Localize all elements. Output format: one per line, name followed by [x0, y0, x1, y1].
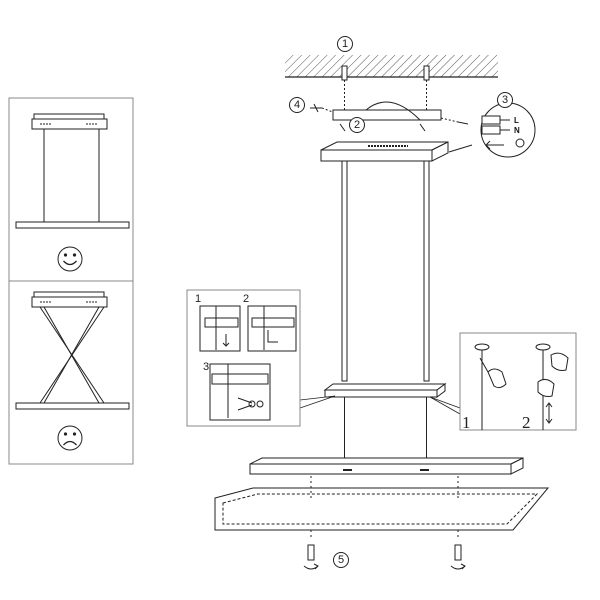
- substep-1-label: 1: [462, 413, 471, 432]
- up-down-arrow-icon: [545, 402, 553, 424]
- screw-icon-left: [310, 103, 339, 115]
- height-adjuster: [299, 383, 461, 470]
- panel-correct-installation: [8, 97, 134, 282]
- substep-2-label: 2: [243, 293, 249, 305]
- substep-2-label: 2: [522, 413, 531, 432]
- sad-face-icon: [57, 425, 83, 451]
- earth-icon: [515, 138, 525, 148]
- detail-cable-clip: 1 2: [459, 332, 577, 432]
- wiring-callout: L N: [448, 102, 536, 158]
- substep-3-label: 3: [203, 361, 209, 373]
- step-marker-1: 1: [337, 36, 353, 52]
- canopy-box: [320, 141, 449, 162]
- step-marker-2: 2: [349, 117, 365, 133]
- screw-icon-bottom-left: [303, 544, 319, 570]
- step-number: 4: [294, 99, 300, 111]
- substep-1-label: 1: [195, 293, 201, 305]
- ceiling: [285, 55, 498, 78]
- scissors-icon: [237, 397, 264, 411]
- step-marker-5: 5: [333, 552, 349, 568]
- panel-wrong-installation: [8, 280, 134, 465]
- step-number: 1: [342, 38, 348, 50]
- step-marker-3: 3: [497, 92, 513, 108]
- hand-icon: [479, 357, 507, 389]
- mounting-bracket: [332, 101, 469, 132]
- live-wire-label: L: [514, 116, 519, 125]
- step-number: 5: [338, 554, 344, 566]
- step-marker-4: 4: [289, 97, 305, 113]
- step-number: 2: [354, 119, 360, 131]
- ceiling-anchors: [341, 65, 430, 110]
- smiley-face-icon: [57, 246, 83, 272]
- diffuser-panel: [214, 476, 550, 540]
- hand-icon: [537, 352, 569, 397]
- step-number: 3: [502, 94, 508, 106]
- suspension-rods: [341, 160, 430, 382]
- detail-height-adjustment: 1 2 3: [186, 289, 301, 427]
- neutral-wire-label: N: [514, 126, 520, 135]
- light-bar: [249, 457, 524, 475]
- screw-icon-bottom-right: [450, 544, 466, 570]
